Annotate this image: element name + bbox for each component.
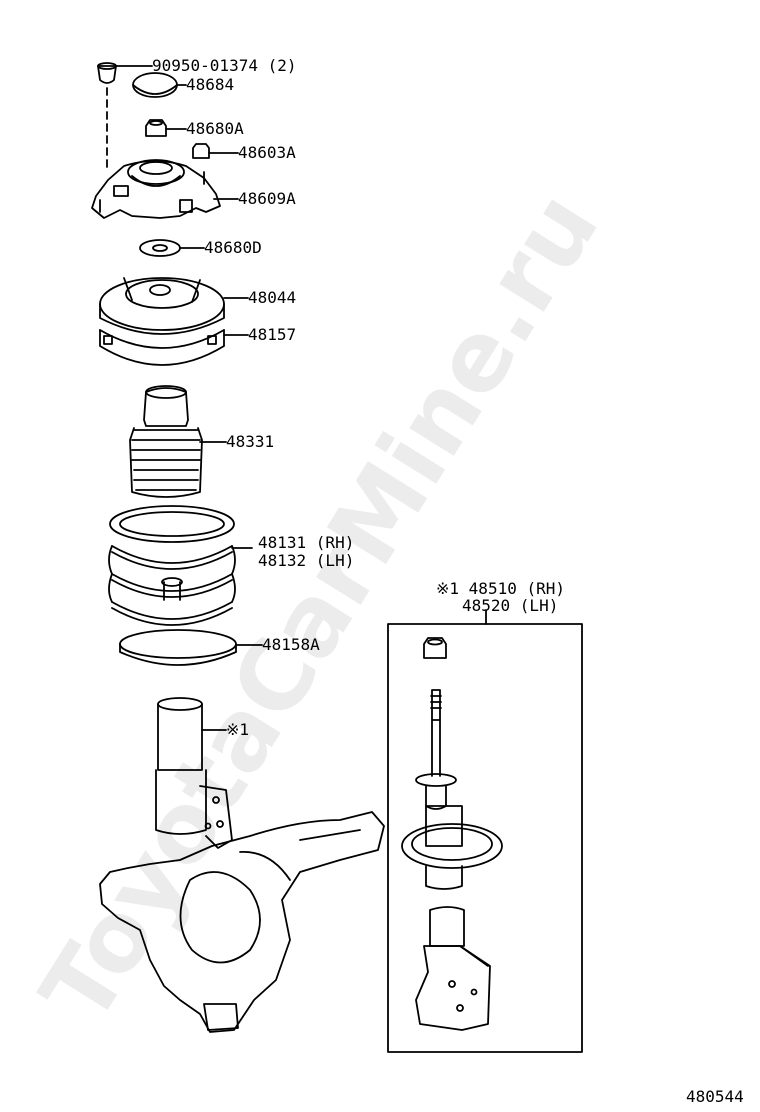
label-90950-01374: 90950-01374 (2): [152, 56, 297, 75]
lower-insulator-icon: [119, 629, 237, 666]
label-48331: 48331: [226, 432, 274, 451]
plug-icon: [97, 62, 117, 84]
figure-number: 480544: [686, 1087, 744, 1106]
spring-insulator-icon: [99, 329, 225, 366]
label-48131-rh: 48131 (RH): [258, 533, 354, 552]
label-48132-lh: 48132 (LH): [258, 551, 354, 570]
kit-box: [387, 623, 583, 1053]
label-shock-absorber-ref: ※1: [226, 720, 249, 739]
kit-nut-icon: [423, 637, 447, 659]
dust-cap-icon: [132, 72, 178, 98]
label-48680d: 48680D: [204, 238, 262, 257]
washer-icon: [139, 239, 181, 257]
label-48158a: 48158A: [262, 635, 320, 654]
steering-knuckle-icon: [99, 811, 385, 1033]
label-48044: 48044: [248, 288, 296, 307]
label-48680a: 48680A: [186, 119, 244, 138]
label-48609a: 48609A: [238, 189, 296, 208]
bump-stopper-icon: [129, 385, 203, 498]
coil-spring-icon: [108, 505, 236, 626]
nut-icon: [145, 119, 167, 137]
label-48603a: 48603A: [238, 143, 296, 162]
label-48684: 48684: [186, 75, 234, 94]
small-nut-icon: [192, 143, 210, 159]
kit-shock-absorber-icon: [401, 689, 503, 1031]
label-48520-lh: 48520 (LH): [462, 596, 558, 615]
upper-spring-seat-icon: [99, 277, 225, 335]
label-48157: 48157: [248, 325, 296, 344]
label-48510-rh: ※1 48510 (RH): [436, 579, 565, 598]
suspension-support-icon: [91, 159, 221, 219]
